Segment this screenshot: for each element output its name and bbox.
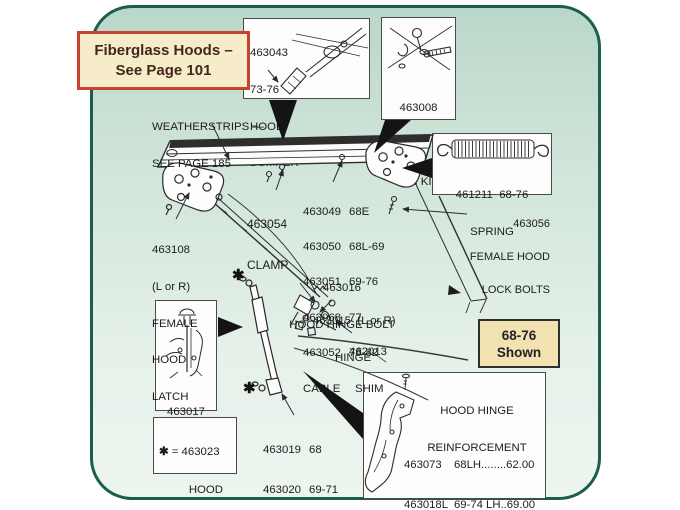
reinforcement-title: HOOD HINGE REINFORCEMENT [427, 405, 527, 455]
lock-bolts-label: 463056 FEMALE HOOD LOCK BOLTS [469, 218, 550, 296]
asterisk-symbol: ✱ [159, 446, 169, 459]
note-line: See Page 101 [115, 61, 212, 79]
asterisk-symbol: ✱ [232, 267, 245, 284]
clevis-pin-callout: 463008 CLEVIS PIN KIT [381, 17, 456, 188]
shim-label: 462013 SHIM [349, 346, 388, 396]
fiberglass-hoods-note: Fiberglass Hoods – See Page 101 [77, 31, 250, 90]
asterisk-symbol: ✱ [243, 380, 256, 397]
hood-bumper-callout: 463043 73-76 HOOD BUMPER [243, 18, 370, 169]
spring-callout: 461211 68-76 SPRING [432, 133, 552, 238]
note-line: Fiberglass Hoods – [94, 41, 233, 59]
latch-label: 463108 (L or R) FEMALE HOOD LATCH [152, 244, 198, 403]
clamp-label: 463054 CLAMP [247, 217, 289, 272]
weatherstrips-label: WEATHERSTRIPS — SEE PAGE 185 [152, 121, 264, 171]
shown-badge: 68-76 Shown [478, 319, 560, 368]
support-bolts-note: ✱ = 463023 HOOD SUPPORT BOLTS [153, 417, 237, 496]
